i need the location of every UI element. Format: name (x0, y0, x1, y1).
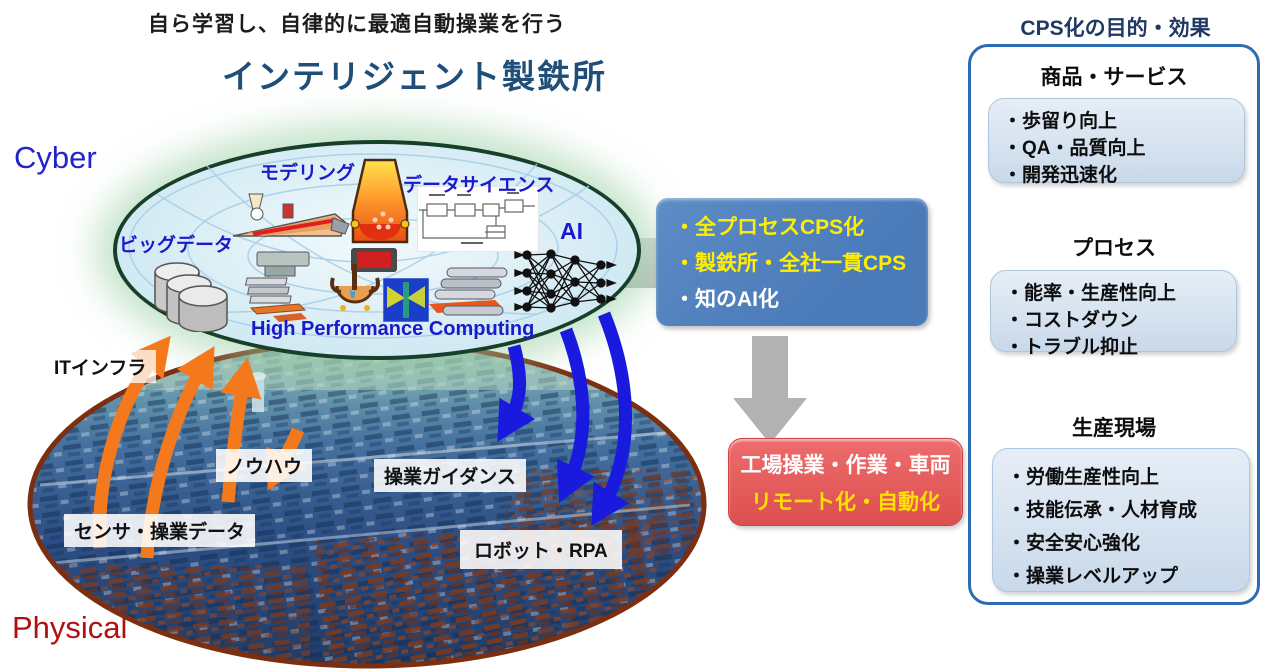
down-arrow-icon (733, 336, 807, 444)
big-data-label: ビッグデータ (119, 235, 234, 256)
action-line2: リモート化・自動化 (751, 490, 940, 514)
it-infra-label: ITインフラ (44, 350, 157, 383)
action-line1: 工場操業・作業・車両 (740, 453, 951, 477)
process-item-box: ・能率・生産性向上 ・コストダウン ・トラブル抑止 (990, 270, 1237, 358)
ladle-icon (330, 264, 380, 311)
list-item: ・トラブル抑止 (1005, 337, 1139, 358)
simulation-heatmap-icon (383, 278, 429, 322)
section-heading-process: プロセス (1072, 237, 1156, 260)
cps-goal-line2: ・製鉄所・全社一貫CPS (674, 252, 907, 275)
effects-panel: 商品・サービス ・歩留り向上 ・QA・品質向上 ・開発迅速化 プロセス ・能率・… (968, 44, 1260, 605)
list-item: ・開発迅速化 (1003, 165, 1118, 186)
cps-goals-box: ・全プロセスCPS化 ・製鉄所・全社一貫CPS ・知のAI化 (656, 198, 928, 326)
list-item: ・コストダウン (1005, 310, 1139, 331)
remote-automation-box: 工場操業・作業・車両 リモート化・自動化 (728, 438, 963, 526)
shopfloor-item-box: ・労働生産性向上 ・技能伝承・人材育成 ・安全安心強化 ・操業レベルアップ (992, 448, 1250, 592)
diagram-title: インテリジェント製鉄所 (222, 58, 607, 95)
cps-goal-line3: ・知のAI化 (674, 288, 779, 311)
process-block-diagram-icon (417, 186, 539, 252)
neural-network-ai-icon (514, 249, 617, 313)
physical-label: Physical (12, 610, 128, 645)
products-item-box: ・歩留り向上 ・QA・品質向上 ・開発迅速化 (988, 98, 1245, 186)
continuous-caster-icon (232, 193, 350, 237)
operation-guidance-label: 操業ガイダンス (374, 459, 526, 492)
list-item: ・技能伝承・人材育成 (1007, 500, 1198, 521)
sensor-data-label: センサ・操業データ (64, 514, 256, 547)
steel-coil-stack-icon (429, 267, 508, 316)
cyber-label: Cyber (14, 140, 97, 175)
robot-rpa-label: ロボット・RPA (460, 530, 622, 569)
diagram-subtitle: 自ら学習し、自律的に最適自動操業を行う (148, 13, 566, 36)
list-item: ・QA・品質向上 (1003, 138, 1146, 159)
blast-furnace-icon (350, 158, 410, 244)
section-heading-shopfloor: 生産現場 (1072, 417, 1156, 440)
list-item: ・歩留り向上 (1003, 111, 1118, 132)
cyber-ellipse: モデリング データサイエンス ビッグデータ AI High Performanc… (113, 140, 641, 360)
effects-panel-title: CPS化の目的・効果 (1020, 17, 1211, 40)
list-item: ・安全安心強化 (1007, 533, 1141, 554)
knowhow-label: ノウハウ (216, 449, 313, 482)
rolling-mill-icon (244, 251, 310, 322)
data-science-label: データサイエンス (403, 175, 555, 196)
modeling-label: モデリング (260, 163, 356, 184)
big-data-database-icon (154, 262, 228, 332)
list-item: ・労働生産性向上 (1007, 467, 1160, 488)
list-item: ・能率・生産性向上 (1005, 283, 1177, 304)
list-item: ・操業レベルアップ (1007, 566, 1179, 587)
hpc-label: High Performance Computing (251, 318, 535, 340)
cps-goal-line1: ・全プロセスCPS化 (674, 216, 865, 239)
section-heading-products: 商品・サービス (1040, 66, 1188, 89)
ai-label: AI (560, 218, 583, 244)
control-monitor-icon (351, 248, 397, 272)
